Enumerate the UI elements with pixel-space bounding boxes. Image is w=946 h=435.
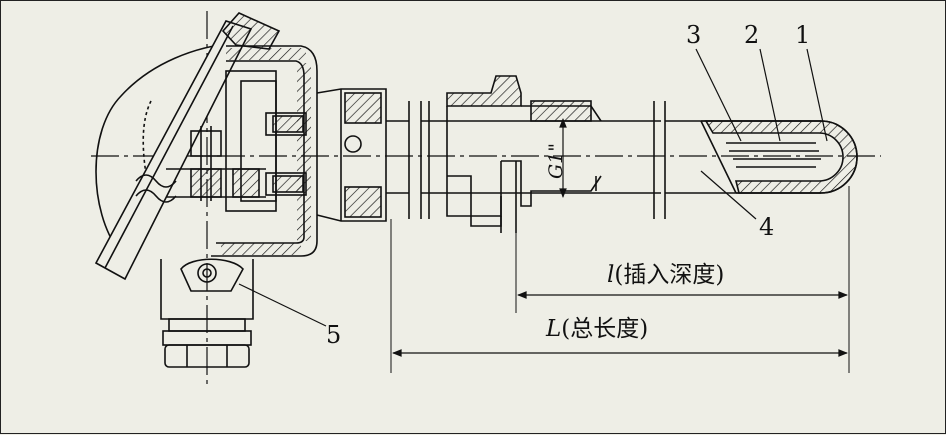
thread-size-label: G1" xyxy=(545,142,567,179)
probe-tip xyxy=(653,101,858,219)
leader-4 xyxy=(700,170,757,220)
total-length-label: L(总长度) xyxy=(546,317,648,341)
mounting-fitting xyxy=(446,75,602,233)
part-label-3: 3 xyxy=(686,21,702,49)
junction-box-head xyxy=(94,12,387,281)
leader-1 xyxy=(806,48,828,142)
protection-tube xyxy=(386,101,661,219)
insertion-depth-text: (插入深度) xyxy=(614,262,725,288)
insertion-depth-label: l(插入深度) xyxy=(607,263,724,287)
insertion-depth-symbol: l xyxy=(607,262,615,288)
part-label-4: 4 xyxy=(759,213,775,241)
cable-entry xyxy=(160,258,254,368)
total-length-text: (总长度) xyxy=(561,316,649,342)
leader-3 xyxy=(695,48,742,142)
part-label-1: 1 xyxy=(795,21,811,49)
leader-2 xyxy=(759,48,781,142)
part-label-2: 2 xyxy=(744,21,760,49)
leader-5 xyxy=(238,283,327,327)
total-length-symbol: L xyxy=(546,316,562,342)
part-label-5: 5 xyxy=(326,321,342,349)
